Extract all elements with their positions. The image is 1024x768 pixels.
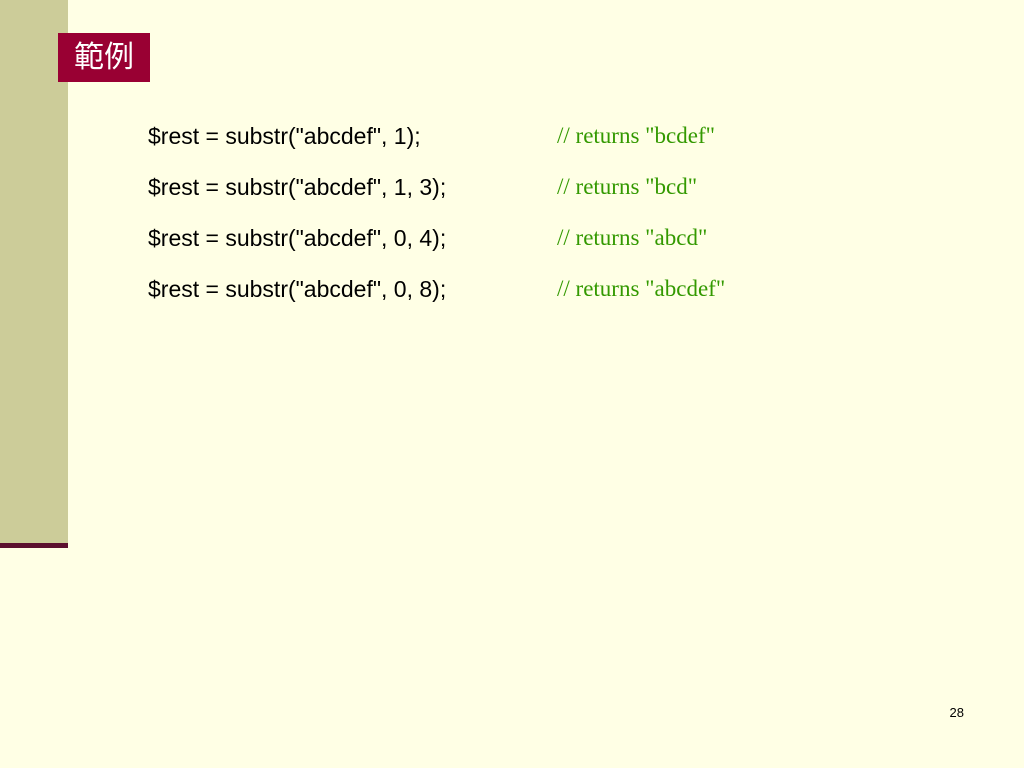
code-comment: // returns "abcd" <box>557 225 708 250</box>
code-statement: $rest = substr("abcdef", 1); <box>148 123 421 149</box>
sidebar-rule <box>0 543 68 548</box>
code-comment: // returns "bcdef" <box>557 123 716 148</box>
code-line: $rest = substr("abcdef", 1, 3); // retur… <box>148 169 848 220</box>
page-number: 28 <box>949 705 964 720</box>
sidebar-bar <box>0 0 68 545</box>
code-comment: // returns "bcd" <box>557 174 698 199</box>
code-statement: $rest = substr("abcdef", 1, 3); <box>148 174 447 200</box>
slide-title: 範例 <box>58 33 150 82</box>
code-statement: $rest = substr("abcdef", 0, 8); <box>148 276 447 302</box>
code-example-list: $rest = substr("abcdef", 1); // returns … <box>148 118 848 322</box>
code-line: $rest = substr("abcdef", 0, 8); // retur… <box>148 271 848 322</box>
code-line: $rest = substr("abcdef", 1); // returns … <box>148 118 848 169</box>
code-line: $rest = substr("abcdef", 0, 4); // retur… <box>148 220 848 271</box>
code-statement: $rest = substr("abcdef", 0, 4); <box>148 225 447 251</box>
code-comment: // returns "abcdef" <box>557 276 726 301</box>
